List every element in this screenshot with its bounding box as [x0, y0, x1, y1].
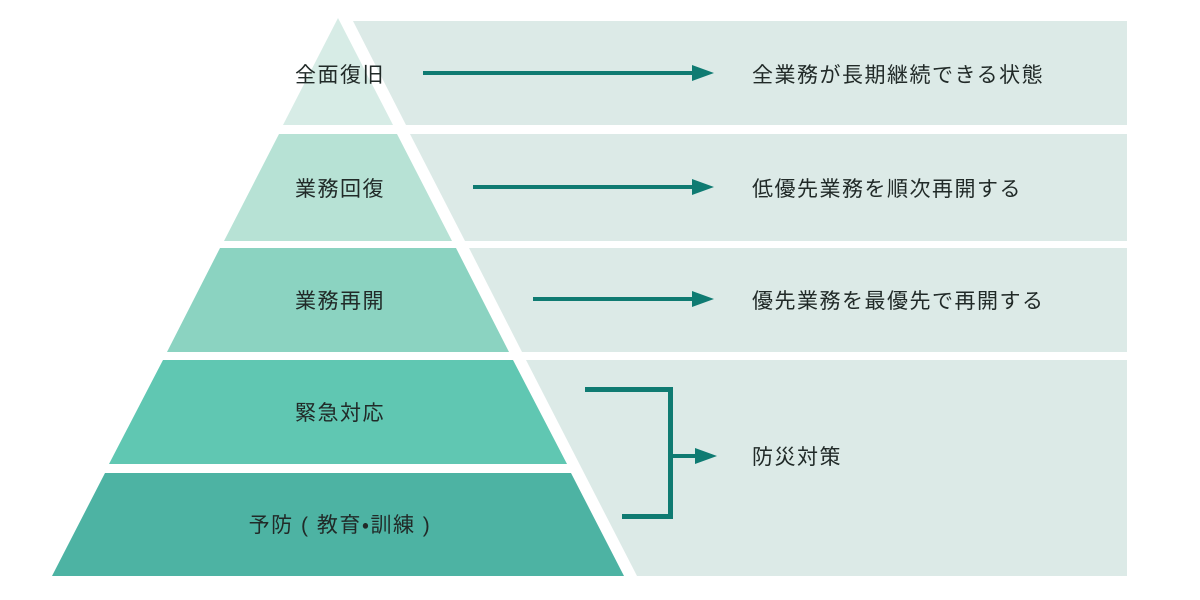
pyramid-level-3 [167, 248, 509, 352]
level-1-description: 全業務が長期継続できる状態 [752, 64, 1045, 87]
pyramid-level-4 [109, 360, 567, 464]
level-4-label: 緊急対応 [295, 402, 385, 425]
level-1-label: 全面復旧 [295, 64, 385, 87]
level-3-label: 業務再開 [295, 290, 385, 313]
level-5-label: 予防 ( 教育・訓練 ) [248, 514, 432, 537]
pyramid-level-5 [52, 473, 624, 576]
level-2-description: 低優先業務を順次再開する [752, 178, 1022, 201]
level-3-description: 優先業務を最優先で再開する [752, 290, 1045, 313]
group-description: 防災対策 [752, 446, 842, 469]
description-band-group [526, 360, 1127, 576]
level-2-label: 業務回復 [295, 178, 385, 201]
